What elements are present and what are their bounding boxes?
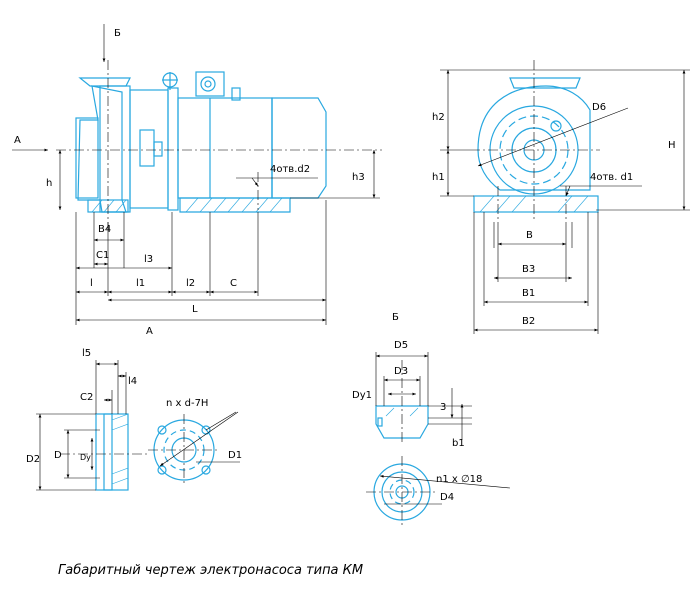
dim-d: D bbox=[54, 450, 62, 461]
dim-d1: D1 bbox=[228, 450, 242, 461]
dim-l4: l4 bbox=[128, 376, 137, 387]
dim-h3: h3 bbox=[352, 172, 365, 183]
dim-h1: h1 bbox=[432, 172, 445, 183]
dim-c1: C1 bbox=[96, 250, 109, 261]
dim-B: B bbox=[526, 230, 533, 241]
dim-b4: B4 bbox=[98, 224, 111, 235]
dim-l2: l2 bbox=[186, 278, 195, 289]
dim-d2: D2 bbox=[26, 454, 40, 465]
flange-holes-label: n x d-7H bbox=[166, 398, 208, 409]
dim-H: H bbox=[668, 140, 676, 151]
dim-B3: B3 bbox=[522, 264, 535, 275]
dim-dy1: Dy1 bbox=[352, 390, 372, 401]
view-b-detail: Б D5 D3 Dy1 3 b1 n1 x ∅18 D4 bbox=[352, 312, 511, 528]
flange-front: n x d-7H D1 bbox=[148, 398, 242, 486]
base-holes-label: n1 x ∅18 bbox=[436, 474, 482, 485]
dim-holes-d2: 4отв.d2 bbox=[270, 164, 310, 175]
side-view: Б А h h3 4отв.d2 B4 C1 l3 l l1 l2 bbox=[12, 24, 382, 337]
dim-l3: l3 bbox=[144, 254, 153, 265]
dim-d4: D4 bbox=[440, 492, 454, 503]
dim-d3: D3 bbox=[394, 366, 408, 377]
dim-3: 3 bbox=[440, 402, 446, 413]
dim-c2: C2 bbox=[80, 392, 93, 403]
dim-h2: h2 bbox=[432, 112, 445, 123]
dim-B1: B1 bbox=[522, 288, 535, 299]
dim-l5: l5 bbox=[82, 348, 91, 359]
view-b-label: Б bbox=[114, 28, 121, 39]
view-b-detail-label: Б bbox=[392, 312, 399, 323]
dim-holes-d1: 4отв. d1 bbox=[590, 172, 633, 183]
dim-d5: D5 bbox=[394, 340, 408, 351]
dim-d6: D6 bbox=[592, 102, 606, 113]
dim-l1: l1 bbox=[136, 278, 145, 289]
dim-l: l bbox=[90, 278, 93, 289]
dim-h: h bbox=[46, 178, 52, 189]
front-base-hatching bbox=[479, 195, 589, 213]
dim-A: A bbox=[146, 326, 153, 337]
dim-b1: b1 bbox=[452, 438, 465, 449]
dim-dy: Dy bbox=[80, 453, 91, 462]
dim-B2: B2 bbox=[522, 316, 535, 327]
base-hatching bbox=[185, 197, 283, 213]
drawing-caption: Габаритный чертеж электронасоса типа КМ bbox=[58, 563, 363, 578]
flange-section: D2 D Dy l5 l4 C2 bbox=[26, 348, 150, 491]
view-a-label: А bbox=[14, 135, 21, 146]
front-view: D6 h2 h1 H 4отв. d1 B B3 B1 B2 bbox=[432, 60, 690, 334]
dim-c: C bbox=[230, 278, 237, 289]
dim-L: L bbox=[192, 304, 198, 315]
